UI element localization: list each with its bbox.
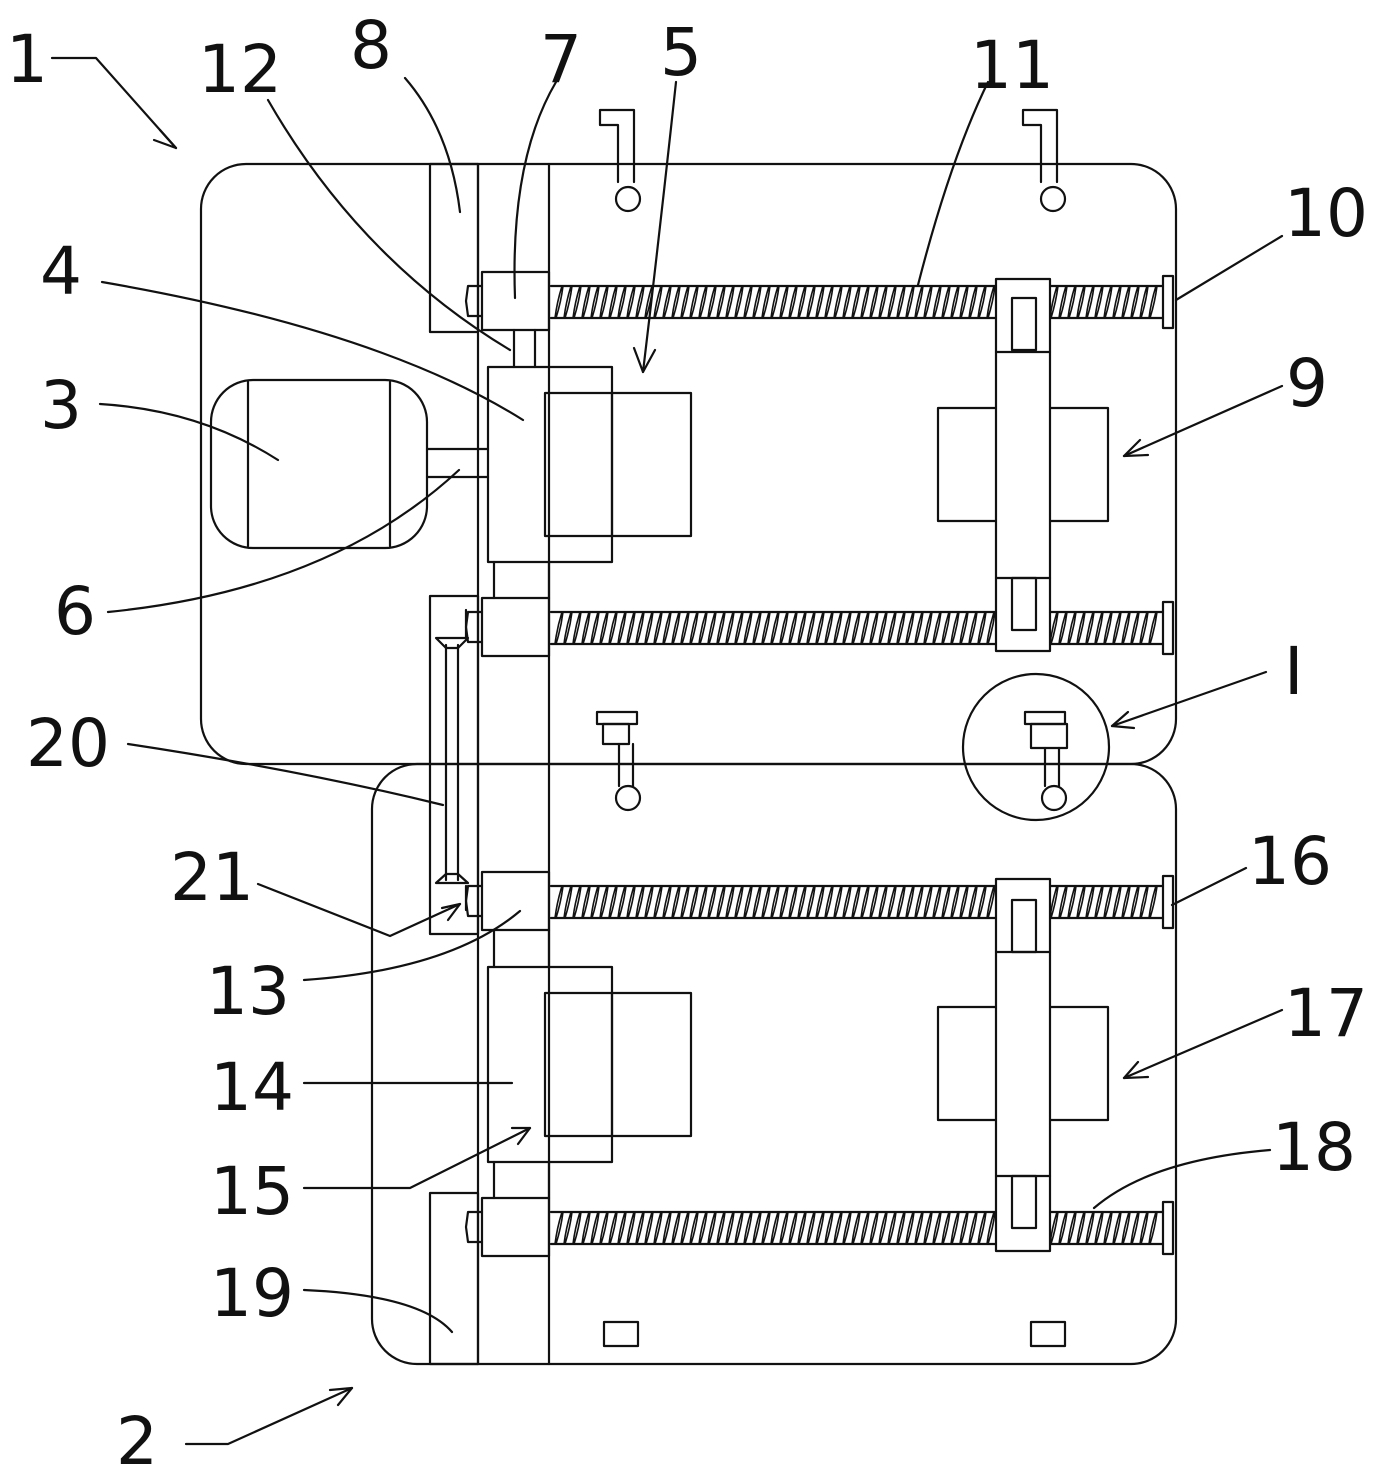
screw-thread [554,611,1158,645]
slider-9 [936,277,1110,653]
lead-screw-13 [464,870,1175,932]
label-4: 4 [40,233,82,310]
label-3: 3 [40,367,82,444]
slot-right [1029,1320,1067,1348]
screw-thread [554,1211,1158,1245]
bracket-19 [428,1191,480,1366]
label-16: 16 [1248,823,1332,900]
lead-screw-18 [464,1196,1175,1258]
bracket-8 [428,162,480,334]
label-9: 9 [1286,345,1328,422]
label-12: 12 [198,31,282,108]
label-I: I [1284,633,1303,710]
label-2: 2 [116,1403,158,1473]
lead-screw-11 [464,270,1175,332]
label-15: 15 [210,1153,294,1230]
latch-left [595,710,642,812]
motor-shaft-6 [425,447,490,479]
screw-thread [554,885,1158,919]
gear-block-5 [543,391,693,538]
lead-screw-mid [464,596,1175,658]
leader-lines [50,56,1284,1446]
label-7: 7 [540,21,582,98]
label-5: 5 [660,14,702,91]
hook-right-top [1021,108,1067,213]
lower-plate [370,762,1178,1366]
label-11: 11 [970,27,1054,104]
hook-left-top [598,108,642,213]
label-1: 1 [6,21,48,98]
screw-thread [554,285,1158,319]
label-21: 21 [170,839,254,916]
label-19: 19 [210,1255,294,1332]
label-18: 18 [1272,1109,1356,1186]
label-14: 14 [210,1049,294,1126]
gear-block-15 [543,991,693,1138]
label-6: 6 [54,573,96,650]
detail-circle-I [961,672,1111,822]
transmission-rod [434,608,470,912]
label-20: 20 [26,705,110,782]
motor [209,378,429,550]
slider-17 [936,877,1110,1253]
label-13: 13 [206,953,290,1030]
label-10: 10 [1284,175,1368,252]
label-17: 17 [1284,975,1368,1052]
latch-right [1023,710,1069,812]
label-8: 8 [350,7,392,84]
bracket-20 [428,594,480,936]
slot-left [602,1320,640,1348]
